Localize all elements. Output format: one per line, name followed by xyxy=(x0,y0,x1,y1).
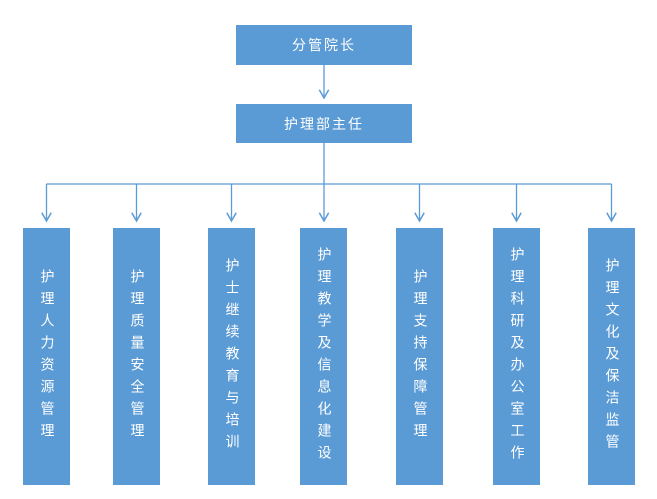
node-dept-support-security: 护理支持保障管理 xyxy=(396,228,443,485)
node-dept-teaching-informatization-label: 护理教学及信息化建设 xyxy=(315,246,332,467)
node-dept-teaching-informatization: 护理教学及信息化建设 xyxy=(300,228,347,485)
node-dept-research-office: 护理科研及办公室工作 xyxy=(493,228,540,485)
node-dept-culture-cleaning: 护理文化及保洁监管 xyxy=(588,228,635,485)
node-dept-culture-cleaning-label: 护理文化及保洁监管 xyxy=(603,257,620,456)
node-dept-education-training-label: 护士继续教育与培训 xyxy=(223,257,240,456)
node-dept-hr-label: 护理人力资源管理 xyxy=(38,268,55,445)
node-root-label: 分管院长 xyxy=(292,38,356,54)
node-root: 分管院长 xyxy=(236,25,412,65)
node-director: 护理部主任 xyxy=(236,104,412,143)
node-dept-quality-safety: 护理质量安全管理 xyxy=(113,228,160,485)
node-dept-quality-safety-label: 护理质量安全管理 xyxy=(128,268,145,445)
node-dept-support-security-label: 护理支持保障管理 xyxy=(411,268,428,445)
node-director-label: 护理部主任 xyxy=(284,116,364,133)
node-dept-hr: 护理人力资源管理 xyxy=(23,228,70,485)
node-dept-research-office-label: 护理科研及办公室工作 xyxy=(508,246,525,467)
node-dept-education-training: 护士继续教育与培训 xyxy=(208,228,255,485)
